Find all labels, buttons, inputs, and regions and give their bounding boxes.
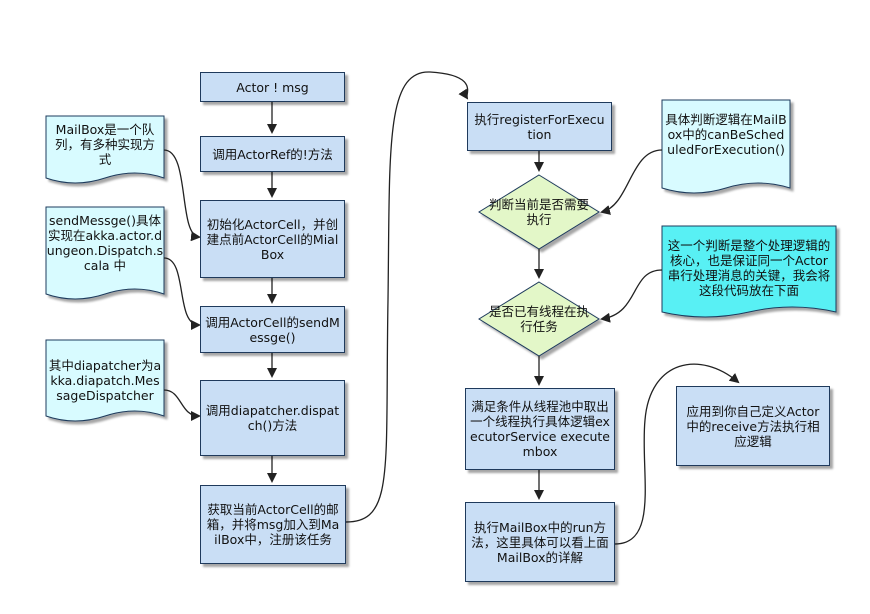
note-sendmessge-impl: sendMessge()具体实现在akka.actor.dungeon.Disp… bbox=[46, 213, 164, 273]
decision-has-thread-label: 是否已有线程在执行任务 bbox=[489, 304, 590, 334]
init-actorcell-box: 初始化ActorCell，并创建点前ActorCell的MialBox bbox=[200, 200, 345, 278]
thread-pool-label: 满足条件从线程池中取出一个线程执行具体逻辑executorService exe… bbox=[470, 399, 610, 459]
connector-sendmessge-note bbox=[163, 257, 201, 330]
note-sendmessge-shape bbox=[45, 206, 165, 300]
call-sendmessge-box: 调用ActorCell的sendMessge() bbox=[200, 306, 345, 353]
call-dispatch-box: 调用diapatcher.dispatch()方法 bbox=[200, 380, 345, 456]
register-label: 执行registerForExecution bbox=[474, 111, 605, 142]
connector-diapatcher-note bbox=[163, 389, 201, 421]
call-dispatch-label: 调用diapatcher.dispatch()方法 bbox=[205, 403, 340, 433]
call-actorref-box: 调用ActorRef的!方法 bbox=[200, 136, 345, 172]
actor-msg-box: Actor ! msg bbox=[200, 72, 345, 102]
connector-mailbox-note bbox=[163, 149, 201, 242]
arrow-run-to-receive bbox=[614, 363, 740, 545]
note-mailbox-queue: MailBox是一个队列，有多种实现方式 bbox=[54, 122, 155, 167]
run-mailbox-box: 执行MailBox中的run方法，这里具体可以看上面MailBox的详解 bbox=[465, 502, 615, 582]
get-mailbox-label: 获取当前ActorCell的邮箱，并将msg加入到MailBox中，注册该任务 bbox=[206, 502, 340, 547]
note-can-be-scheduled-shape bbox=[661, 99, 791, 194]
note-mailbox-shape bbox=[45, 115, 165, 184]
run-mailbox-label: 执行MailBox中的run方法，这里具体可以看上面MailBox的详解 bbox=[471, 519, 609, 565]
note-diapatcher-shape bbox=[45, 339, 165, 422]
connector-can-be-scheduled-note bbox=[600, 149, 663, 215]
apply-receive-label: 应用到你自己定义Actor中的receive方法执行相应逻辑 bbox=[686, 403, 820, 449]
note-diapatcher-type: 其中diapatcher为akka.diapatch.MessageDispat… bbox=[48, 358, 162, 403]
apply-receive-box: 应用到你自己定义Actor中的receive方法执行相应逻辑 bbox=[676, 386, 830, 466]
actor-msg-label: Actor ! msg bbox=[236, 79, 309, 95]
register-box: 执行registerForExecution bbox=[467, 102, 612, 151]
get-mailbox-box: 获取当前ActorCell的邮箱，并将msg加入到MailBox中，注册该任务 bbox=[200, 485, 346, 564]
note-core-logic: 这一个判断是整个处理逻辑的核心，也是保证同一个Actor串行处理消息的关键，我会… bbox=[667, 238, 831, 298]
note-can-be-scheduled: 具体判断逻辑在MailBox中的canBeScheduledForExecuti… bbox=[665, 112, 787, 157]
arrow-mailbox-to-register bbox=[345, 71, 469, 523]
connector-core-logic-note bbox=[600, 269, 663, 323]
thread-pool-box: 满足条件从线程池中取出一个线程执行具体逻辑executorService exe… bbox=[465, 388, 615, 470]
call-actorref-label: 调用ActorRef的!方法 bbox=[212, 146, 333, 162]
note-core-logic-shape bbox=[661, 225, 837, 318]
call-sendmessge-label: 调用ActorCell的sendMessge() bbox=[205, 314, 340, 345]
init-actorcell-label: 初始化ActorCell，并创建点前ActorCell的MialBox bbox=[206, 216, 339, 262]
decision-need-execute-label: 判断当前是否需要执行 bbox=[489, 197, 590, 227]
